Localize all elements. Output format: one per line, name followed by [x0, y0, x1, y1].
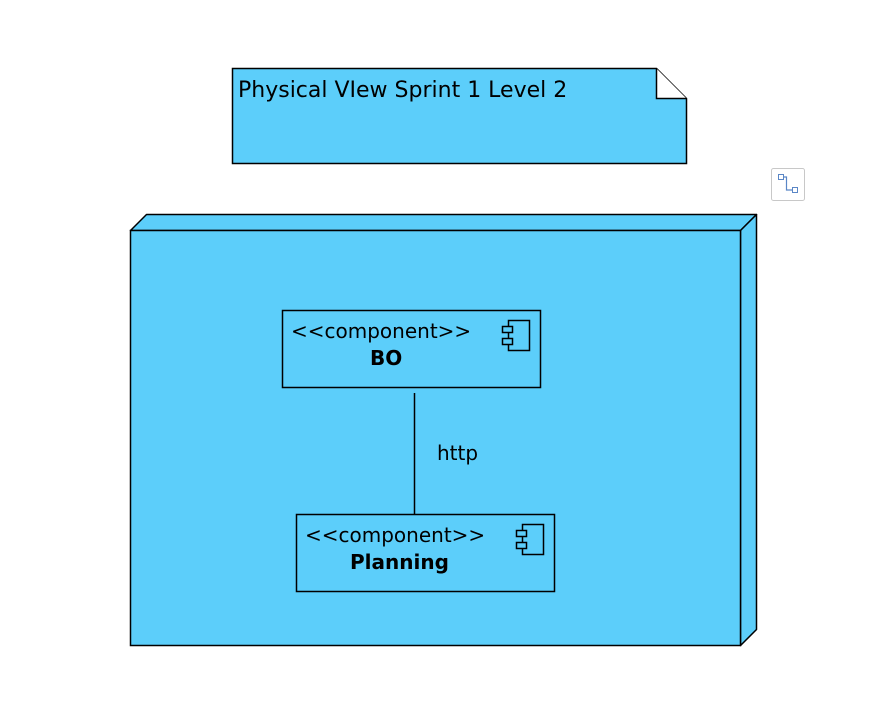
- component-bo-box: [281, 309, 542, 389]
- note-title: Physical VIew Sprint 1 Level 2: [238, 78, 567, 103]
- note-shape: [231, 67, 688, 165]
- component-bo-name: BO: [370, 346, 402, 370]
- note-fold: [655, 68, 687, 100]
- component-bo-stereotype: <<component>>: [291, 319, 471, 343]
- component-planning-stereotype: <<component>>: [305, 523, 485, 547]
- component-planning-name: Planning: [350, 550, 449, 574]
- connector-tool-icon[interactable]: [771, 168, 805, 201]
- component-icon: [501, 319, 531, 352]
- node-side-face: [739, 213, 758, 647]
- node-top-face: [129, 213, 758, 232]
- diagram-note[interactable]: Physical VIew Sprint 1 Level 2: [231, 67, 688, 165]
- connector-label: http: [437, 441, 478, 465]
- component-bo[interactable]: <<component>> BO: [281, 309, 542, 389]
- component-planning-box: [295, 513, 556, 593]
- component-planning[interactable]: <<component>> Planning: [295, 513, 556, 593]
- component-icon: [515, 523, 545, 556]
